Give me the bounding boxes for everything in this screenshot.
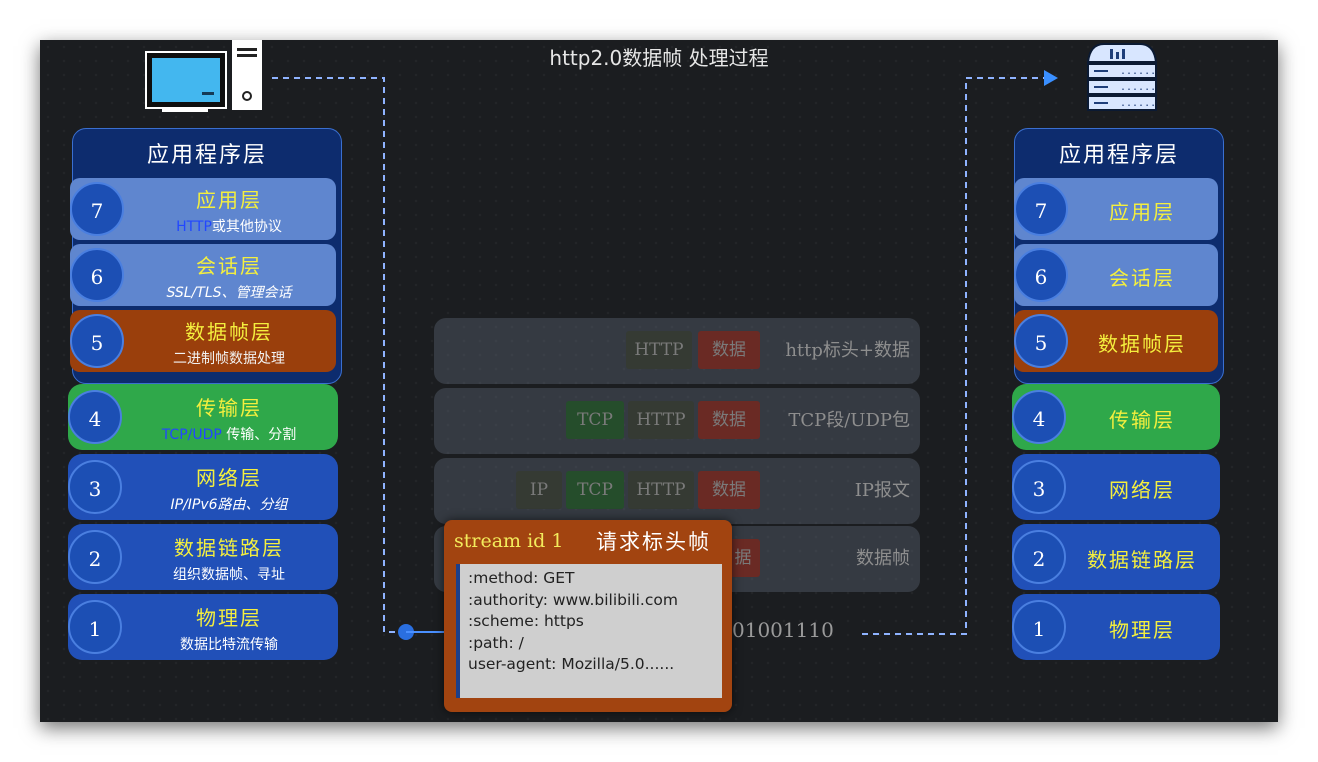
chip-data: 数据: [698, 471, 760, 509]
right-layer-7: 7 应用层: [1014, 178, 1218, 240]
right-layer-3: 3 网络层: [1012, 454, 1220, 520]
layer-number-badge: 3: [1012, 460, 1066, 514]
chip-http: HTTP: [628, 471, 694, 509]
layer-name: 会话层: [196, 254, 262, 278]
header-field: :scheme: https: [468, 612, 584, 630]
left-layer-2: 2 数据链路层 组织数据帧、寻址: [68, 524, 338, 590]
layer-name: 物理层: [1109, 618, 1175, 642]
layer-description: 组织数据帧、寻址: [173, 567, 285, 583]
svg-text:......: ......: [1120, 82, 1156, 93]
left-layer-5: 5 数据帧层 二进制帧数据处理: [70, 310, 336, 372]
stream-id-label: stream id 1: [454, 530, 564, 552]
right-layer-4: 4 传输层: [1012, 384, 1220, 450]
left-application-panel-title: 应用程序层: [146, 143, 267, 168]
chip-ip: IP: [516, 471, 562, 509]
protocol-prefix: HTTP: [176, 219, 212, 235]
left-layer-1: 1 物理层 数据比特流传输: [68, 594, 338, 660]
layer-name: 网络层: [196, 466, 262, 490]
left-layer-3: 3 网络层 IP/IPv6路由、分组: [68, 454, 338, 520]
right-layer-2: 2 数据链路层: [1012, 524, 1220, 590]
layer-number-badge: 1: [1012, 600, 1066, 654]
band-ip: IP TCP HTTP 数据 IP报文: [434, 458, 920, 524]
header-field: user-agent: Mozilla/5.0......: [468, 655, 675, 673]
layer-name: 数据链路层: [174, 536, 284, 560]
band-label: TCP段/UDP包: [788, 410, 910, 431]
layer-number-badge: 5: [70, 314, 124, 368]
layer-number-badge: 5: [1014, 314, 1068, 368]
header-field: :method: GET: [468, 569, 575, 587]
chip-tcp: TCP: [566, 401, 624, 439]
server-icon: ...... ...... ......: [1086, 43, 1158, 111]
layer-number-badge: 1: [68, 600, 122, 654]
layer-description-text: 或其他协议: [211, 219, 282, 235]
layer-description: TCP/UDP 传输、分割: [124, 424, 334, 444]
right-layer-1: 1 物理层: [1012, 594, 1220, 660]
layer-description: HTTP或其他协议: [126, 216, 332, 236]
layer-description: SSL/TLS、管理会话: [166, 285, 292, 301]
layer-description: 二进制帧数据处理: [173, 351, 285, 367]
layer-number-badge: 7: [70, 182, 124, 236]
right-application-panel-title: 应用程序层: [1058, 143, 1179, 168]
svg-text:......: ......: [1120, 98, 1156, 109]
layer-description-text: 传输、分割: [221, 427, 297, 443]
layer-name: 应用层: [1109, 200, 1175, 224]
svg-text:......: ......: [1120, 66, 1156, 77]
layer-name: 数据链路层: [1087, 548, 1197, 572]
header-field: :authority: www.bilibili.com: [468, 590, 678, 609]
chip-http: HTTP: [626, 331, 692, 369]
stream-header-frame-card: stream id 1 请求标头帧 :method: GET :authorit…: [444, 520, 732, 712]
band-label: IP报文: [854, 480, 910, 501]
band-http: HTTP 数据 http标头+数据: [434, 318, 920, 384]
layer-description: IP/IPv6路由、分组: [170, 497, 288, 513]
right-layer-6: 6 会话层: [1014, 244, 1218, 306]
layer-number-badge: 4: [1012, 390, 1066, 444]
protocol-prefix: TCP/UDP: [161, 427, 222, 443]
bit-stream: 01001110: [732, 618, 834, 642]
left-layer-7: 7 应用层 HTTP或其他协议: [70, 178, 336, 240]
chip-http: HTTP: [628, 401, 694, 439]
chip-data: 数据: [698, 401, 760, 439]
layer-name: 传输层: [1109, 408, 1175, 432]
layer-number-badge: 2: [1012, 530, 1066, 584]
layer-number-badge: 4: [68, 390, 122, 444]
layer-name: 数据帧层: [185, 320, 273, 344]
chip-tcp: TCP: [566, 471, 624, 509]
band-label: http标头+数据: [785, 340, 910, 361]
left-layer-4: 4 传输层 TCP/UDP 传输、分割: [68, 384, 338, 450]
diagram-stage: http2.0数据帧 处理过程 ...... ...... ......: [40, 40, 1278, 722]
layer-name: 会话层: [1109, 266, 1175, 290]
frame-type-label: 请求标头帧: [596, 530, 711, 554]
band-label: 数据帧: [856, 548, 910, 569]
flow-connector-lines: [272, 70, 1058, 640]
layer-name: 网络层: [1109, 478, 1175, 502]
layer-description: 数据比特流传输: [180, 637, 278, 653]
left-layer-6: 6 会话层 SSL/TLS、管理会话: [70, 244, 336, 306]
layer-number-badge: 6: [70, 248, 124, 302]
layer-name: 传输层: [196, 396, 262, 420]
band-tcp: TCP HTTP 数据 TCP段/UDP包: [434, 388, 920, 454]
layer-number-badge: 3: [68, 460, 122, 514]
layer-name: 数据帧层: [1098, 332, 1186, 356]
right-layer-5: 5 数据帧层: [1014, 310, 1218, 372]
layer-name: 应用层: [196, 188, 262, 212]
header-fields-box: :method: GET :authority: www.bilibili.co…: [456, 564, 722, 698]
chip-data: 数据: [698, 331, 760, 369]
layer-number-badge: 2: [68, 530, 122, 584]
desktop-computer-icon: [145, 40, 262, 112]
layer-number-badge: 7: [1014, 182, 1068, 236]
header-field: :path: /: [468, 633, 524, 652]
diagram-title: http2.0数据帧 处理过程: [549, 46, 769, 70]
layer-name: 物理层: [196, 606, 262, 630]
layer-number-badge: 6: [1014, 248, 1068, 302]
